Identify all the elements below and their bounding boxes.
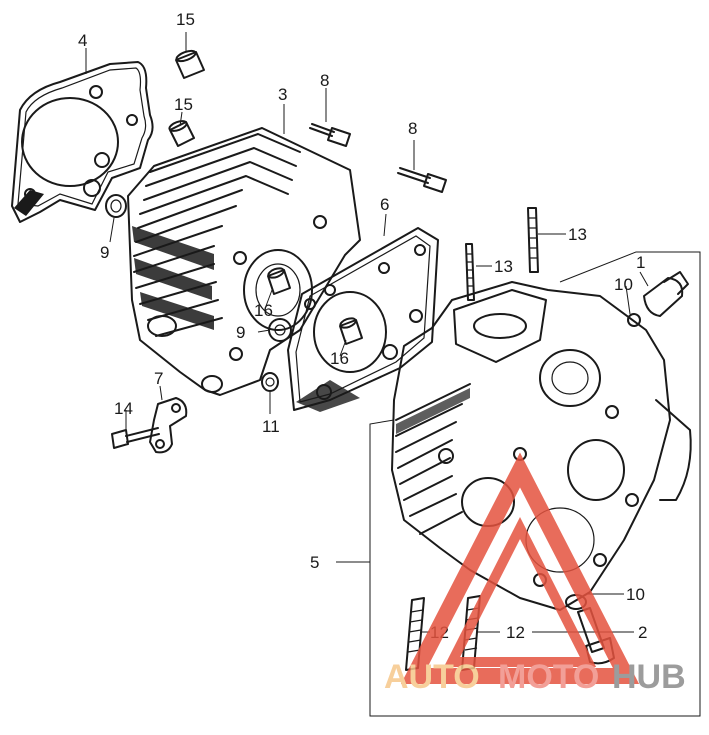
watermark-hub: HUB	[612, 658, 686, 696]
callout-2: 2	[638, 623, 647, 642]
callout-15-lower: 15	[174, 95, 193, 114]
dowel-pin-upper	[175, 49, 205, 79]
cylinder-head	[391, 281, 692, 611]
part-5-group-frame	[369, 251, 701, 717]
callout-9-left: 9	[100, 243, 109, 262]
cylinder-block	[127, 127, 361, 396]
callout-8-lower: 8	[408, 119, 417, 138]
stud-short	[465, 243, 475, 301]
stud-tall	[527, 207, 539, 273]
callout-8-upper: 8	[320, 71, 329, 90]
callout-15-upper: 15	[176, 10, 195, 29]
watermark-logo: AUTO MOTO HUB	[384, 452, 686, 696]
head-gasket	[287, 227, 439, 412]
o-ring-plug	[627, 313, 641, 327]
dowel-pin-lower	[168, 120, 195, 147]
callout-1: 1	[636, 253, 645, 272]
callout-labels: 4 15 15 3 8 8 6 9 16 9 16 11 7 14 13 13 …	[78, 10, 647, 642]
bolt-upper	[309, 123, 351, 147]
bolt-lower	[397, 167, 447, 193]
callout-16-gasket: 16	[330, 349, 349, 368]
leader-lines	[85, 32, 649, 633]
callout-3: 3	[278, 85, 287, 104]
dowel-cylinder	[267, 267, 291, 295]
callout-11: 11	[262, 417, 280, 436]
callout-14: 14	[114, 399, 133, 418]
callout-9-center: 9	[236, 323, 245, 342]
base-gasket	[11, 61, 154, 223]
watermark-triangle-icon	[400, 452, 640, 684]
o-ring-left	[105, 194, 127, 218]
washer-small	[261, 372, 279, 392]
callout-7: 7	[154, 369, 163, 388]
watermark-moto: MOTO	[498, 658, 599, 696]
callout-16-cylinder: 16	[254, 301, 273, 320]
watermark-auto: AUTO	[384, 658, 480, 696]
dowel-gasket	[339, 317, 363, 345]
callout-4: 4	[78, 31, 87, 50]
breather-plug	[643, 271, 689, 317]
bracket	[149, 397, 188, 454]
callout-13-left: 13	[494, 257, 513, 276]
callout-13-right: 13	[568, 225, 587, 244]
callout-10-lower: 10	[626, 585, 645, 604]
callout-5: 5	[310, 553, 319, 572]
callout-10-upper: 10	[614, 275, 633, 294]
bracket-bolt	[111, 427, 160, 449]
callout-12-right: 12	[506, 623, 525, 642]
callout-6: 6	[380, 195, 389, 214]
